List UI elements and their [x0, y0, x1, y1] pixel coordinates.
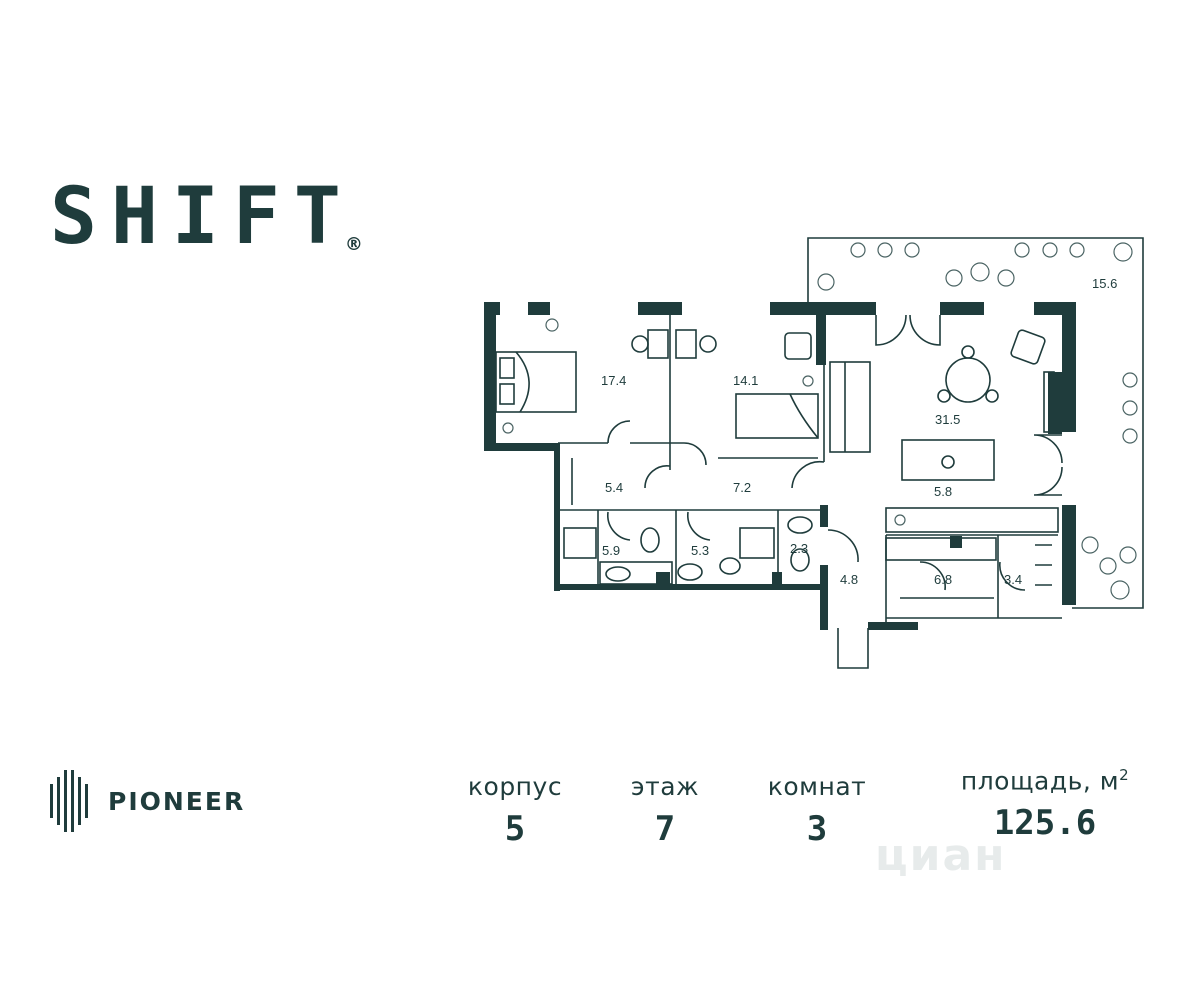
door-swing [999, 561, 1026, 591]
washbasin [677, 563, 703, 581]
shift-logo: SHIFT® [50, 178, 373, 256]
door-swing [644, 465, 671, 489]
door-swing [791, 460, 825, 489]
desk [675, 329, 697, 359]
exterior-walls [484, 302, 1076, 630]
door-swing [827, 529, 859, 563]
spec-building-label: корпус [467, 772, 563, 801]
door-swing [919, 561, 946, 591]
door-swing [687, 511, 711, 541]
registered-mark: ® [344, 234, 363, 255]
spec-rooms-value: 3 [806, 809, 828, 849]
pioneer-bars-icon [50, 770, 88, 832]
spec-area-value: 125.6 [993, 803, 1097, 844]
terrace-plants [502, 242, 1138, 600]
spec-area: площадь, м2 125.6 [945, 766, 1145, 843]
pioneer-logo: PIONEER [50, 770, 245, 832]
door-swing [683, 442, 707, 466]
spec-floor-label: этаж [630, 772, 700, 801]
washer-unit [885, 537, 997, 561]
kitchen-island [901, 439, 995, 481]
terrace-door [1033, 434, 1063, 464]
spec-building: корпус 5 [455, 772, 575, 849]
blanket [789, 393, 819, 439]
toilet-bowl [640, 527, 660, 553]
pillow [499, 357, 515, 379]
balcony-door [875, 314, 907, 346]
door-swing [607, 420, 631, 444]
spec-floor-value: 7 [654, 809, 676, 849]
sink [941, 455, 955, 469]
spec-rooms-label: комнат [767, 772, 867, 801]
dining-table [945, 357, 991, 403]
door-swing [607, 511, 631, 541]
terrace-door [1033, 466, 1063, 496]
spec-building-value: 5 [504, 809, 526, 849]
blanket [515, 351, 530, 413]
bathtub [563, 527, 597, 559]
chair [937, 389, 951, 403]
chair [631, 335, 649, 353]
washbasin [787, 516, 813, 534]
desk [647, 329, 669, 359]
spec-area-label: площадь, м2 [960, 766, 1130, 796]
chair [985, 389, 999, 403]
entrance-door [837, 628, 869, 669]
pillow [499, 383, 515, 405]
terrace-outline [807, 237, 1144, 609]
chair [699, 335, 717, 353]
kitchen-counter [885, 507, 1059, 533]
bed-1 [495, 351, 577, 413]
spec-floor: этаж 7 [610, 772, 720, 849]
area-unit-superscript: 2 [1119, 766, 1130, 784]
bed-2 [735, 393, 819, 439]
watermark: циан [875, 830, 1007, 881]
armchair [784, 332, 812, 360]
spec-rooms: комнат 3 [752, 772, 882, 849]
sofa [829, 361, 871, 453]
chair [961, 345, 975, 359]
balcony-door [909, 314, 941, 346]
logo-text: SHIFT [50, 172, 355, 262]
toilet-bowl [790, 548, 810, 572]
armchair [1010, 329, 1046, 365]
developer-name: PIONEER [108, 786, 246, 816]
washbasin [605, 566, 631, 582]
toilet-bowl [719, 557, 741, 575]
shower [739, 527, 775, 559]
